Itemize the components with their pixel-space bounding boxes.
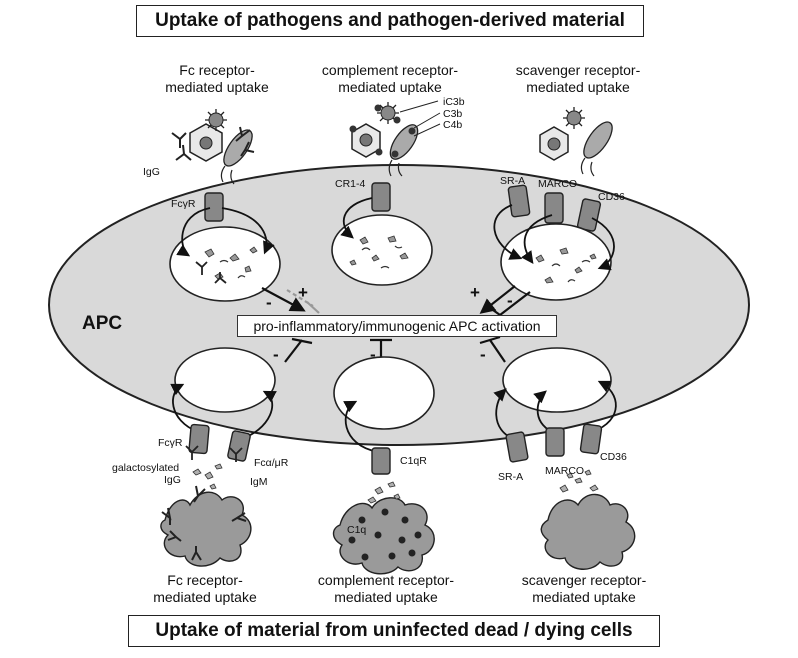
dying-cell-scavenger — [540, 469, 636, 570]
label-marco-top: MARCO — [538, 178, 578, 190]
bottom-section-fc: Fc receptor- mediated uptake — [153, 572, 257, 605]
activation-box: pro-inflammatory/immunogenic APC activat… — [237, 315, 557, 337]
apc-label: APC — [82, 313, 123, 334]
label-c1qr: C1qR — [400, 455, 427, 467]
label-igm: IgM — [250, 476, 268, 488]
complement-pathogen-group — [349, 100, 441, 177]
label-c3b: C3b — [443, 108, 463, 120]
label-fcgr-bottom: FcγR — [158, 437, 183, 449]
label-c1q: C1q — [347, 524, 367, 536]
minus-sign-bottom-complement: - — [370, 345, 376, 364]
dying-cell-fc — [160, 445, 252, 567]
label-c4b: C4b — [443, 119, 463, 131]
minus-sign-fc: - — [266, 293, 272, 312]
top-title: Uptake of pathogens and pathogen-derived… — [136, 5, 644, 37]
label-ic3b: iC3b — [443, 96, 465, 108]
fc-pathogen-group — [171, 109, 255, 185]
scavenger-pathogen-group — [539, 107, 613, 177]
top-section-scavenger: scavenger receptor- mediated uptake — [515, 62, 641, 95]
label-cd36-bottom: CD36 — [600, 451, 627, 463]
bottom-section-complement: complement receptor- mediated uptake — [317, 572, 455, 605]
dying-cell-complement — [332, 481, 435, 575]
minus-sign-bottom-scavenger: - — [480, 345, 486, 364]
plus-sign-fc: + — [298, 283, 308, 302]
label-fcgr-top: FcγR — [171, 198, 196, 210]
plus-sign-scavenger: + — [470, 283, 480, 302]
top-section-fc: Fc receptor- mediated uptake — [165, 62, 269, 95]
minus-sign-scavenger: - — [507, 291, 513, 310]
label-igg-bottom: IgG — [164, 474, 181, 486]
top-section-complement: complement receptor- mediated uptake — [321, 62, 459, 95]
label-sra-top: SR-A — [500, 175, 526, 187]
vesicle-fragments — [219, 245, 591, 283]
label-galactosylated: galactosylated — [112, 462, 180, 474]
bottom-title: Uptake of material from uninfected dead … — [128, 615, 660, 647]
label-sra-bottom: SR-A — [498, 471, 524, 483]
bottom-inhibitions — [284, 335, 506, 365]
bottom-vesicles — [174, 347, 612, 430]
bottom-receptors — [188, 423, 603, 475]
label-cr14: CR1-4 — [335, 178, 366, 190]
label-fcamur: Fcα/μR — [254, 457, 289, 469]
label-cd36-top: CD36 — [598, 191, 625, 203]
label-marco-bottom: MARCO — [545, 465, 585, 477]
top-vesicles — [169, 214, 612, 302]
minus-sign-bottom-fc: - — [273, 345, 279, 364]
label-igg-top: IgG — [143, 166, 160, 178]
top-uptake-arrows — [176, 197, 615, 271]
bottom-section-scavenger: scavenger receptor- mediated uptake — [521, 572, 647, 605]
top-receptors — [204, 182, 602, 232]
